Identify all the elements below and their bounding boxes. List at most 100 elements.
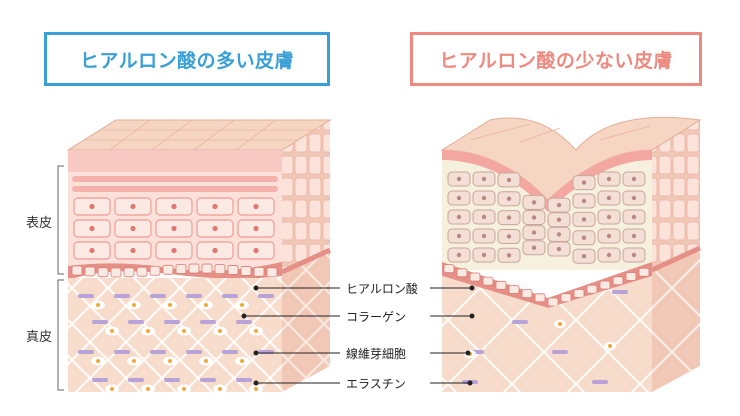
basal-cell bbox=[71, 265, 83, 276]
left-dermis bbox=[68, 278, 282, 394]
cell-nucleus bbox=[481, 195, 487, 201]
elastin-fiber bbox=[150, 294, 166, 298]
cell-nucleus bbox=[171, 247, 177, 254]
right-basal-cells bbox=[443, 264, 650, 307]
left-skin-block bbox=[66, 119, 332, 394]
cell-nucleus bbox=[581, 180, 587, 185]
cell-nucleus bbox=[89, 225, 95, 232]
basal-cell bbox=[175, 264, 187, 274]
basal-cell bbox=[612, 276, 624, 286]
fibroblast bbox=[146, 329, 150, 333]
fibroblast bbox=[204, 359, 208, 363]
left-basement-membrane bbox=[68, 262, 282, 280]
basal-cell bbox=[136, 266, 148, 277]
cell-nucleus bbox=[531, 230, 537, 235]
basal-cell bbox=[443, 264, 455, 274]
cell-nucleus bbox=[531, 200, 537, 205]
epidermis-bracket bbox=[57, 165, 64, 275]
cell-nucleus bbox=[556, 232, 562, 237]
fibroblast bbox=[146, 387, 150, 391]
label-dermis: 真皮 bbox=[26, 330, 53, 345]
elastin-fiber bbox=[592, 380, 608, 384]
cell-nucleus bbox=[581, 198, 587, 204]
cell-nucleus bbox=[631, 252, 637, 258]
elastin-fiber bbox=[222, 294, 238, 298]
cell-nucleus bbox=[631, 214, 637, 220]
right-side-face bbox=[650, 120, 702, 392]
elastin-fiber bbox=[200, 320, 216, 324]
cell-nucleus bbox=[481, 252, 487, 258]
cell-nucleus bbox=[631, 195, 637, 201]
cell-nucleus bbox=[531, 215, 537, 220]
cell-nucleus bbox=[456, 214, 462, 220]
cell-nucleus bbox=[212, 247, 218, 254]
elastin-fiber bbox=[164, 320, 180, 324]
left-basal-cells bbox=[71, 263, 278, 278]
callout-collagen: コラーゲン bbox=[344, 308, 409, 325]
basal-cell bbox=[240, 266, 252, 276]
cell-nucleus bbox=[531, 245, 537, 250]
elastin-fiber bbox=[236, 320, 252, 324]
elastin-fiber bbox=[78, 350, 94, 354]
fibroblast bbox=[240, 303, 244, 307]
cell-nucleus bbox=[556, 246, 562, 252]
fibroblast bbox=[182, 329, 186, 333]
elastin-fiber bbox=[512, 320, 528, 324]
basal-cell bbox=[547, 297, 559, 307]
elastin-fiber bbox=[258, 294, 274, 298]
elastin-fiber bbox=[612, 290, 628, 294]
cell-nucleus bbox=[253, 247, 259, 254]
right-epidermis bbox=[442, 150, 652, 308]
cell-nucleus bbox=[456, 195, 462, 201]
elastin-fiber bbox=[552, 350, 568, 354]
fibroblast bbox=[218, 387, 222, 391]
fibroblast bbox=[132, 303, 136, 307]
basal-cell bbox=[495, 280, 507, 290]
basal-cell bbox=[456, 268, 468, 278]
left-top-surface bbox=[66, 119, 332, 151]
basal-cell bbox=[214, 264, 226, 274]
cell-nucleus bbox=[130, 203, 136, 210]
elastin-fiber bbox=[128, 378, 144, 382]
cell-nucleus bbox=[506, 215, 512, 220]
cell-nucleus bbox=[130, 225, 136, 232]
callout-dots bbox=[241, 285, 475, 386]
basal-cell bbox=[227, 265, 239, 275]
elastin-fiber bbox=[236, 378, 252, 382]
elastin-fiber bbox=[128, 320, 144, 324]
basal-cell bbox=[84, 266, 96, 277]
left-dermis-elements bbox=[78, 294, 274, 394]
cell-nucleus bbox=[631, 233, 637, 239]
basal-cell bbox=[188, 263, 200, 274]
fibroblast bbox=[96, 303, 100, 307]
basal-cell bbox=[469, 272, 481, 282]
fibroblast bbox=[96, 359, 100, 363]
basal-cell bbox=[123, 267, 135, 278]
right-epidermis-cells bbox=[447, 171, 646, 264]
cell-nucleus bbox=[456, 176, 462, 182]
cell-nucleus bbox=[130, 247, 136, 254]
callout-fibroblast: 線維芽細胞 bbox=[344, 345, 409, 362]
fibroblast bbox=[254, 387, 258, 391]
elastin-fiber bbox=[78, 294, 94, 298]
elastin-fiber bbox=[222, 350, 238, 354]
basal-cell bbox=[508, 285, 520, 294]
elastin-fiber bbox=[150, 350, 166, 354]
basal-cell bbox=[625, 272, 637, 281]
basal-cell bbox=[599, 280, 611, 290]
fibroblast bbox=[218, 329, 222, 333]
dermis-bracket bbox=[57, 279, 64, 391]
elastin-fiber bbox=[114, 350, 130, 354]
callout-lines bbox=[244, 287, 472, 384]
callout-elastin: エラスチン bbox=[344, 375, 408, 392]
cell-nucleus bbox=[481, 176, 487, 182]
fibroblast bbox=[608, 344, 612, 348]
fibroblast bbox=[182, 387, 186, 391]
fibroblast bbox=[168, 303, 172, 307]
cell-nucleus bbox=[212, 225, 218, 232]
cell-nucleus bbox=[581, 235, 587, 240]
left-side-face bbox=[280, 120, 332, 392]
basal-cell bbox=[534, 293, 546, 303]
cell-nucleus bbox=[506, 234, 512, 239]
